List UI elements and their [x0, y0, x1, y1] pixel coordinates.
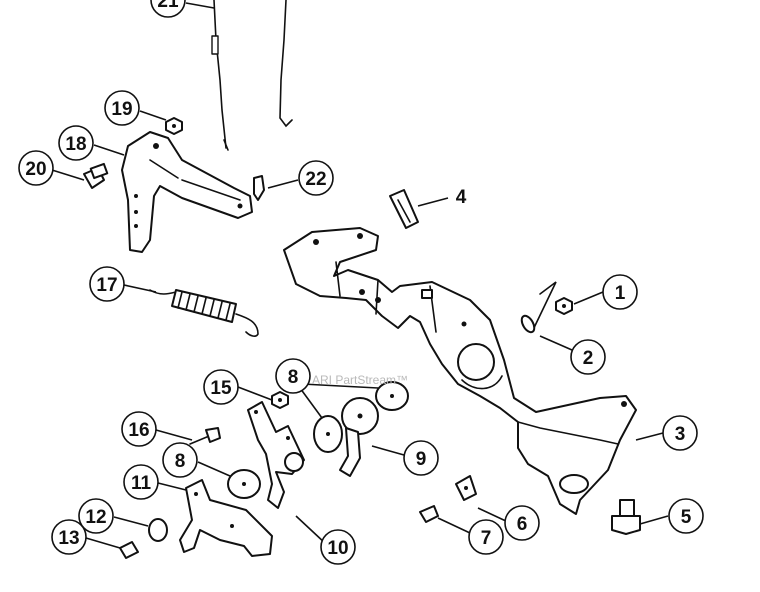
part-bolt-5: [611, 499, 641, 535]
leader-lines: [51, 2, 669, 549]
svg-text:18: 18: [65, 134, 86, 155]
callout-22: 22: [298, 160, 334, 196]
svg-text:15: 15: [210, 378, 232, 399]
part-choke-rod: [279, 0, 293, 128]
svg-text:3: 3: [675, 424, 686, 445]
svg-text:10: 10: [327, 538, 348, 559]
callout-8-upper: 8: [275, 358, 311, 394]
svg-text:4: 4: [456, 187, 467, 208]
part-throttle-link: [247, 401, 305, 509]
callout-17: 17: [89, 266, 125, 302]
svg-text:22: 22: [305, 169, 326, 190]
callout-8-lower: 8: [162, 442, 198, 478]
part-block-6: [455, 475, 477, 501]
part-screw-7: [419, 505, 439, 523]
svg-text:21: 21: [157, 0, 179, 12]
callout-13: 13: [51, 519, 87, 555]
callout-2: 2: [570, 339, 606, 375]
callout-10: 10: [320, 529, 356, 565]
callouts: 21 19 18 20 22 17 4 1 2 3 5 6 7 15 8 9 1…: [18, 0, 704, 565]
part-cam-lever: [339, 397, 379, 477]
svg-text:17: 17: [96, 275, 117, 296]
callout-5: 5: [668, 498, 704, 534]
callout-12: 12: [78, 498, 114, 534]
callout-16: 16: [121, 411, 157, 447]
part-nut-19: [165, 117, 183, 135]
callout-18: 18: [58, 125, 94, 161]
svg-text:11: 11: [131, 473, 152, 494]
svg-text:5: 5: [681, 507, 692, 528]
svg-text:2: 2: [583, 348, 594, 369]
callout-7: 7: [468, 519, 504, 555]
part-washer-8b: [313, 415, 343, 453]
callout-15: 15: [203, 369, 239, 405]
part-stud: [520, 281, 557, 334]
svg-text:7: 7: [481, 528, 492, 549]
callout-20: 20: [18, 150, 54, 186]
part-screw-13: [119, 541, 139, 559]
svg-text:13: 13: [58, 528, 79, 549]
svg-text:12: 12: [85, 507, 106, 528]
callout-9: 9: [403, 440, 439, 476]
part-washer-8c: [227, 469, 261, 499]
part-control-lever: [121, 131, 253, 253]
part-governor-plate: [179, 479, 273, 557]
svg-text:9: 9: [416, 449, 427, 470]
part-screw-16: [189, 427, 221, 445]
callout-6: 6: [504, 505, 540, 541]
callout-11: 11: [123, 464, 159, 500]
svg-text:19: 19: [111, 99, 132, 120]
callout-1: 1: [602, 274, 638, 310]
part-main-bracket: [283, 227, 637, 515]
svg-text:6: 6: [517, 514, 528, 535]
part-bracket-clip: [389, 189, 419, 229]
svg-text:8: 8: [288, 367, 299, 388]
part-washer-8a: [375, 381, 409, 411]
part-governor-rod: [211, 0, 229, 151]
callout-3: 3: [662, 415, 698, 451]
callout-21: 21: [150, 0, 186, 18]
part-governor-spring: [149, 289, 259, 337]
svg-text:8: 8: [175, 451, 186, 472]
svg-text:16: 16: [128, 420, 149, 441]
svg-text:1: 1: [615, 283, 626, 304]
part-nut-15: [271, 391, 289, 409]
callout-19: 19: [104, 90, 140, 126]
part-washer-12: [148, 518, 168, 542]
part-nut-1: [555, 297, 573, 315]
part-screw-20: [83, 162, 109, 189]
part-clip: [253, 175, 265, 201]
watermark: ARI PartStream™: [312, 373, 408, 387]
svg-text:20: 20: [25, 159, 46, 180]
callout-4: 4: [456, 187, 467, 208]
